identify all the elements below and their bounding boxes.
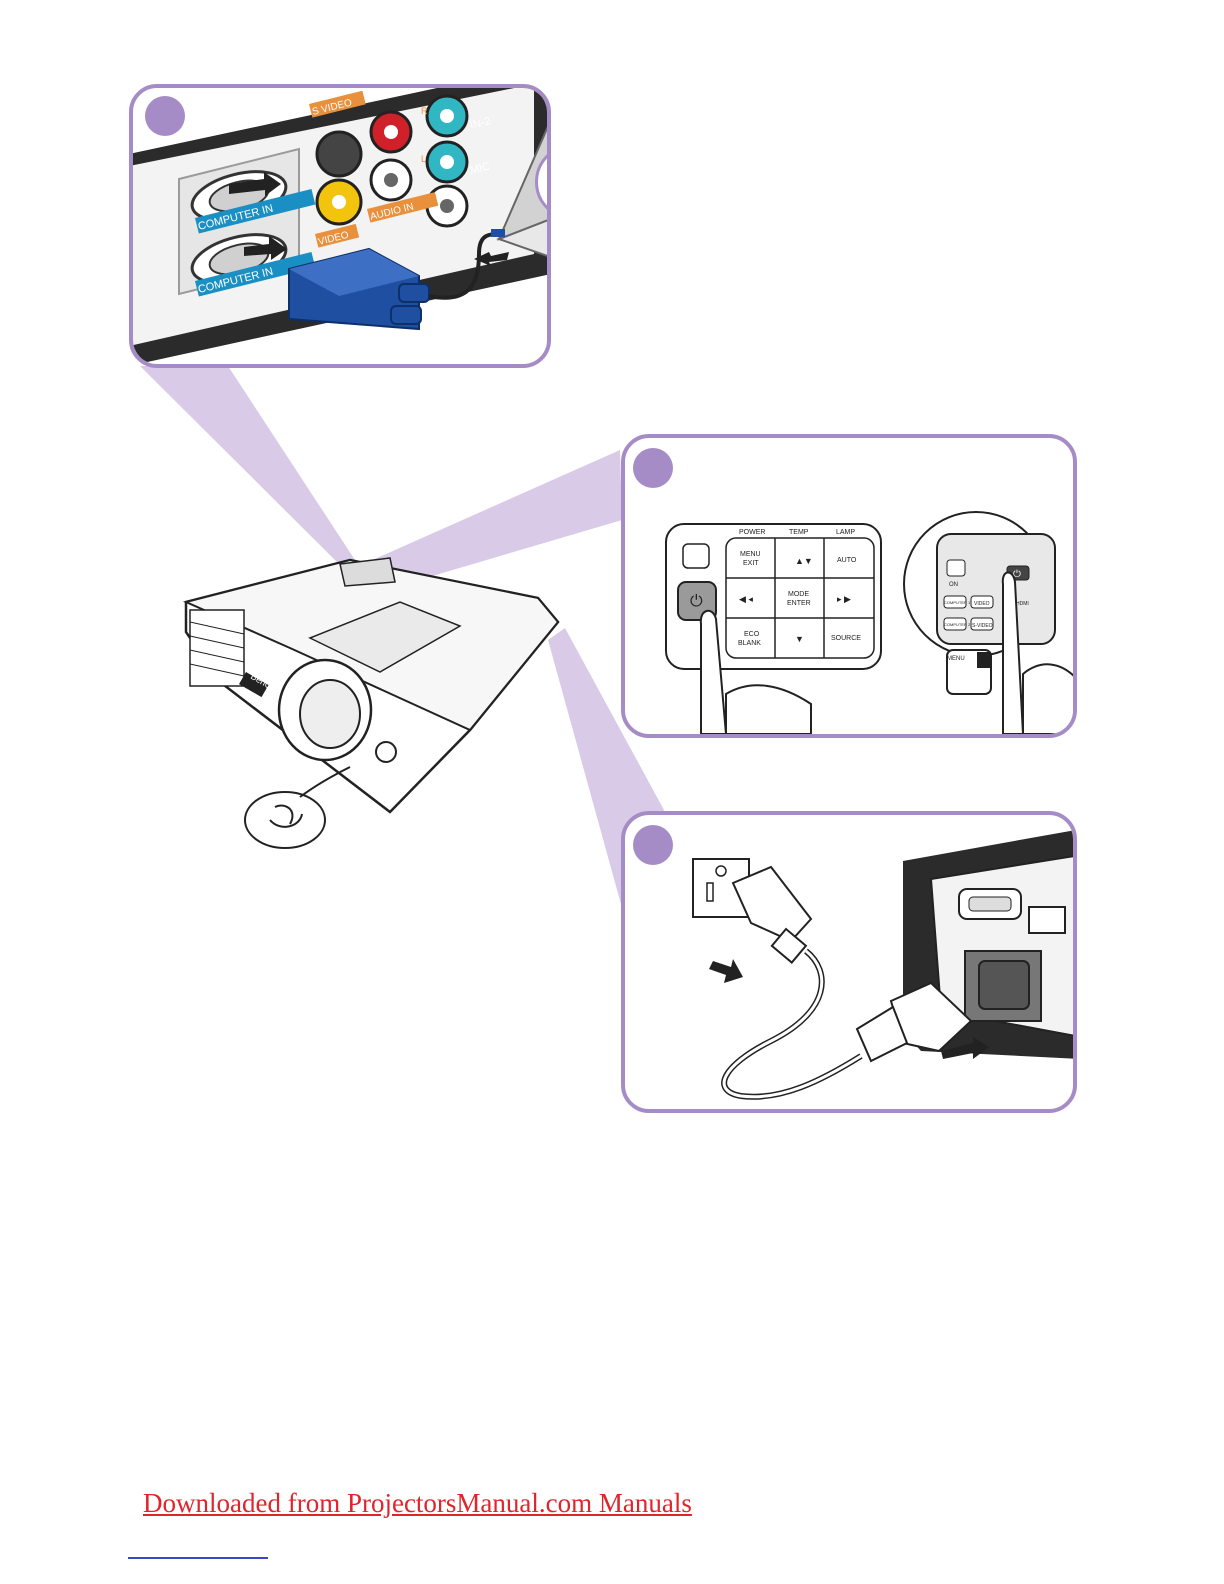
- control-panel-illustration: ⏻ POWER TEMP LAMP MENU EXIT ▲▼ AUTO ◀ ◂ …: [621, 434, 1077, 738]
- rear-panel-illustration: COMPUTER IN COMPUTER IN S VIDEO VIDEO AU…: [129, 84, 551, 368]
- remote-menu: MENU: [947, 656, 965, 662]
- l-label: L: [421, 154, 426, 164]
- power-label: POWER: [739, 529, 765, 536]
- step-1-panel: COMPUTER IN COMPUTER IN S VIDEO VIDEO AU…: [129, 84, 551, 368]
- eco-key: ECO: [744, 631, 760, 638]
- blank-key: BLANK: [738, 640, 761, 647]
- mode-key: MODE: [788, 591, 809, 598]
- remote-computer1: COMPUTER 1: [944, 600, 971, 605]
- power-cord-illustration: [621, 811, 1077, 1113]
- menu-key: MENU: [740, 551, 761, 558]
- lamp-label: LAMP: [836, 529, 855, 536]
- step-2-panel: ⏻ POWER TEMP LAMP MENU EXIT ▲▼ AUTO ◀ ◂ …: [621, 434, 1077, 738]
- up-arrow-icon: ▲▼: [795, 556, 813, 566]
- exit-key: EXIT: [743, 560, 759, 567]
- step-3-panel: [621, 811, 1077, 1113]
- projector-illustration: BenQ: [180, 552, 580, 852]
- remote-on-label: ON: [949, 582, 958, 588]
- remote-computer2: COMPUTER 2: [944, 622, 971, 627]
- left-volume-icon: ◀ ◂: [739, 594, 753, 604]
- download-source-link[interactable]: Downloaded from ProjectorsManual.com Man…: [143, 1488, 692, 1519]
- remote-svideo: S-VIDEO: [972, 623, 993, 629]
- remote-video: VIDEO: [974, 601, 990, 607]
- footer-rule: [128, 1557, 268, 1559]
- enter-key: ENTER: [787, 600, 811, 607]
- auto-key: AUTO: [837, 557, 857, 564]
- r-label: R: [421, 106, 428, 116]
- source-key: SOURCE: [831, 635, 861, 642]
- step-1-marker: [145, 96, 185, 136]
- remote-hdmi: HDMI: [1016, 601, 1029, 607]
- power-icon: ⏻: [690, 593, 703, 610]
- temp-label: TEMP: [789, 529, 809, 536]
- keystone-icon: ▼: [795, 634, 804, 644]
- right-volume-icon: ▸ ▶: [837, 594, 851, 604]
